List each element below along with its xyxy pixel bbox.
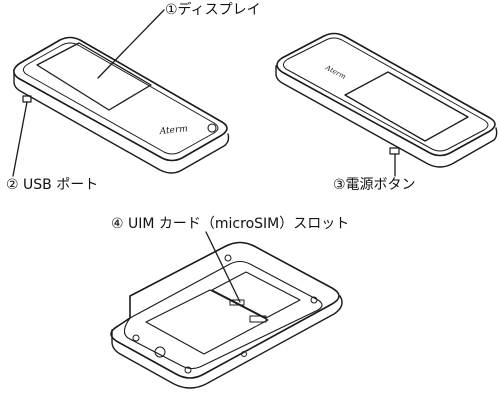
open-device-body bbox=[110, 241, 340, 379]
back-display-screen bbox=[344, 71, 469, 142]
screw-hole-2 bbox=[310, 296, 318, 304]
front-device bbox=[12, 9, 230, 177]
display-callout-line bbox=[97, 9, 165, 79]
back-logo: Aterm bbox=[323, 63, 347, 81]
back-device-side bbox=[275, 65, 498, 168]
display-label: ①ディスプレイ bbox=[165, 2, 261, 18]
usb-port-label: ② USB ポート bbox=[6, 177, 99, 193]
power-button bbox=[389, 147, 400, 155]
power-button-label: ③電源ボタン bbox=[333, 177, 416, 193]
screw-hole-1 bbox=[224, 254, 232, 262]
uim-slot-opening bbox=[229, 299, 245, 306]
open-device-side bbox=[111, 295, 343, 389]
battery-compartment bbox=[145, 289, 269, 355]
back-device-bezel bbox=[282, 37, 489, 152]
small-hole bbox=[241, 351, 247, 357]
front-logo: Aterm bbox=[158, 124, 188, 137]
open-device bbox=[110, 231, 343, 389]
front-display-screen bbox=[36, 42, 152, 111]
front-device-body bbox=[13, 36, 228, 162]
screw-hole-3 bbox=[132, 334, 140, 342]
connector-ring bbox=[154, 346, 166, 358]
back-device bbox=[275, 32, 498, 177]
usb-callout-line bbox=[12, 101, 28, 177]
uim-card-tray bbox=[211, 271, 301, 319]
front-device-bezel bbox=[22, 42, 219, 155]
front-device-side bbox=[13, 72, 230, 174]
front-side-hole bbox=[207, 123, 217, 133]
open-device-frame bbox=[123, 260, 323, 370]
uim-contacts bbox=[249, 315, 267, 323]
uim-callout-line bbox=[205, 231, 241, 303]
screw-hole-4 bbox=[184, 366, 192, 374]
back-device-body bbox=[276, 32, 496, 157]
uim-slot-label: ④ UIM カード（microSIM）スロット bbox=[111, 216, 350, 232]
